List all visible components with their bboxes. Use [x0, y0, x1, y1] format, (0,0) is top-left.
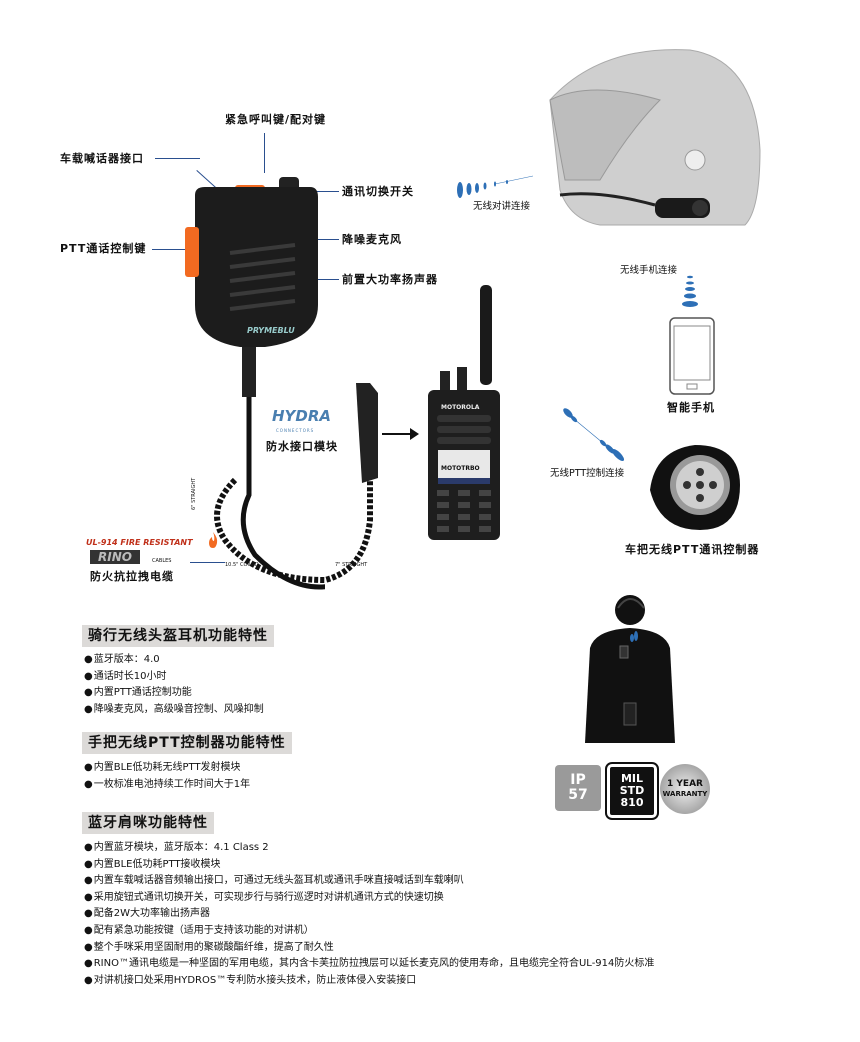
- cable-7-label: 7" STRAIGHT: [335, 562, 368, 568]
- helmet-feature-list: 蓝牙版本：4.0 通话时长10小时 内置PTT通话控制功能 降噪麦克风，高级噪音…: [84, 652, 264, 718]
- label-nc-mic: 降噪麦克风: [342, 233, 402, 246]
- smartphone-image: [669, 317, 715, 395]
- list-item: 配备2W大功率输出扬声器: [84, 906, 654, 923]
- list-item: 内置蓝牙模块，蓝牙版本：4.1 Class 2: [84, 840, 654, 857]
- list-item: RINO™通讯电缆是一种坚固的军用电缆，其内含卡芙拉防拉拽层可以延长麦克风的使用…: [84, 956, 655, 973]
- label-ptt-key: PTT通话控制键: [60, 242, 147, 255]
- coiled-cable-image: 6" STRAIGHT 10.5" COILED 7" STRAIGHT: [191, 400, 373, 584]
- section-title-helmet: 骑行无线头盔耳机功能特性: [82, 625, 274, 647]
- label-wireless-ptt: 无线PTT控制连接: [550, 468, 625, 479]
- hydra-connector-image: [356, 383, 378, 483]
- callout-line: [190, 562, 225, 563]
- officer-silhouette-image: [585, 595, 675, 743]
- list-item: 内置车载喊话器音频输出接口，可通过无线头盔耳机或通讯手咪直接喊话到车载喇叭: [84, 873, 654, 890]
- list-item: 内置BLE低功耗无线PTT发射模块: [84, 760, 250, 777]
- signal-wave-icon: [563, 408, 625, 462]
- callout-line: [307, 191, 339, 192]
- label-smartphone: 智能手机: [667, 401, 715, 414]
- label-car-speaker-port: 车载喊话器接口: [60, 152, 144, 165]
- flame-icon: [209, 532, 218, 548]
- arrow-icon: [382, 433, 416, 435]
- ul-label: UL-914 FIRE RESISTANT: [86, 538, 193, 547]
- label-waterproof: 防水接口模块: [266, 440, 338, 453]
- badge-text: MIL: [620, 772, 644, 785]
- list-item: 蓝牙版本：4.0: [84, 652, 264, 669]
- radio-screen: MOTOTRBO: [441, 465, 480, 472]
- list-item: 整个手咪采用坚固耐用的聚碳酸酯纤维，提高了耐久性: [84, 940, 654, 957]
- hydra-logo: HYDRA: [272, 407, 332, 425]
- two-way-radio-image: MOTOROLA MOTOTRBO: [428, 285, 500, 540]
- arrow-head-icon: [410, 428, 419, 440]
- mic-brand: PRYMEBLU: [247, 326, 295, 335]
- list-item: 通话时长10小时: [84, 669, 264, 686]
- signal-wave-icon: [457, 175, 534, 198]
- list-item: 内置PTT通话控制功能: [84, 685, 264, 702]
- list-item: 对讲机接口处采用HYDROS™专利防水接头技术，防止液体侵入安装接口: [84, 973, 654, 990]
- rino-sub: CABLES: [152, 558, 172, 564]
- list-item: 内置BLE低功耗PTT接收模块: [84, 857, 654, 874]
- badge-text: 1 YEAR: [667, 779, 703, 789]
- radio-brand: MOTOROLA: [441, 404, 480, 411]
- label-speaker: 前置大功率扬声器: [342, 273, 438, 286]
- badge-text: WARRANTY: [662, 790, 708, 798]
- callout-line: [264, 133, 265, 173]
- list-item: 配有紧急功能按键（适用于支持该功能的对讲机）: [84, 923, 654, 940]
- list-item: 一枚标准电池持续工作时间大于1年: [84, 777, 250, 794]
- rino-logo: RINO: [90, 550, 140, 564]
- handlebar-feature-list: 内置BLE低功耗无线PTT发射模块 一枚标准电池持续工作时间大于1年: [84, 760, 250, 793]
- helmet-headset-image: [549, 49, 761, 226]
- label-comm-switch: 通讯切换开关: [342, 185, 414, 198]
- list-item: 降噪麦克风，高级噪音控制、风噪抑制: [84, 702, 264, 719]
- label-wireless-intercom: 无线对讲连接: [473, 201, 531, 212]
- shoulder-mic-feature-list: 内置蓝牙模块，蓝牙版本：4.1 Class 2 内置BLE低功耗PTT接收模块 …: [84, 840, 655, 990]
- badge-text: STD: [619, 784, 645, 797]
- handlebar-controller-image: [650, 445, 740, 530]
- speaker-mic-image: PRYMEBLU: [185, 177, 325, 590]
- cable-coiled-label: 10.5" COILED: [225, 562, 259, 568]
- label-handlebar-ptt: 车把无线PTT通讯控制器: [625, 543, 760, 556]
- callout-line: [155, 158, 200, 159]
- label-cable: 防火抗拉拽电缆: [90, 570, 174, 583]
- badge-text: IP: [570, 772, 586, 788]
- badge-text: 810: [620, 796, 644, 809]
- cable-6-label: 6" STRAIGHT: [191, 477, 197, 510]
- label-emergency: 紧急呼叫键/配对键: [225, 113, 327, 126]
- label-wireless-phone: 无线手机连接: [620, 265, 678, 276]
- hydra-logo-sub: CONNECTORS: [276, 428, 315, 433]
- list-item: 采用旋钮式通讯切换开关，可实现步行与骑行巡逻时对讲机通讯方式的快速切换: [84, 890, 654, 907]
- section-title-handlebar: 手把无线PTT控制器功能特性: [82, 732, 292, 754]
- section-title-shoulder-mic: 蓝牙肩咪功能特性: [82, 812, 214, 834]
- callout-line: [152, 249, 204, 250]
- signal-wave-icon: [682, 275, 698, 307]
- callout-line: [305, 239, 339, 240]
- badge-text: 57: [568, 787, 588, 803]
